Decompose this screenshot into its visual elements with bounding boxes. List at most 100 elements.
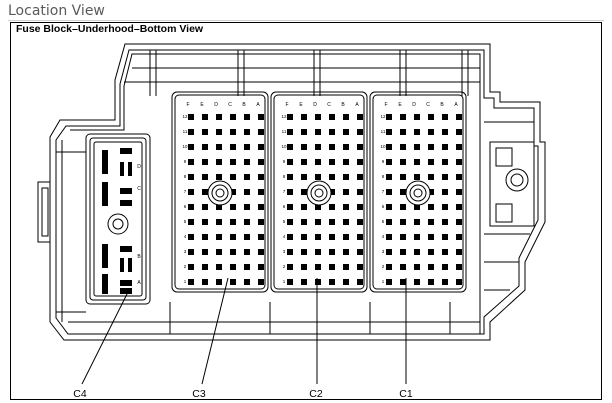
pin-cavity bbox=[386, 159, 392, 165]
pin-cavity bbox=[386, 114, 392, 120]
row-number: 5 bbox=[283, 219, 286, 224]
pin-cavity bbox=[244, 114, 250, 120]
figure-caption: Fuse Block–Underhood–Bottom View bbox=[16, 23, 204, 35]
pin-cavity bbox=[230, 234, 236, 240]
column-letter: D bbox=[412, 102, 416, 108]
c2-row-numbers: 12 11 10 9 8 7 6 5 4 3 2 1 bbox=[281, 114, 287, 284]
pin-cavity bbox=[315, 129, 321, 135]
pin-cavity bbox=[386, 204, 392, 210]
pin-cavity bbox=[456, 219, 462, 225]
pin-cavity bbox=[216, 279, 222, 285]
pin-cavity bbox=[244, 264, 250, 270]
title-divider bbox=[8, 20, 604, 21]
page-title: Location View bbox=[8, 3, 105, 19]
pin-cavity bbox=[357, 219, 363, 225]
pin-cavity bbox=[357, 129, 363, 135]
pin-cavity bbox=[329, 264, 335, 270]
pin-cavity bbox=[287, 129, 293, 135]
pin-cavity bbox=[216, 234, 222, 240]
pin-cavity bbox=[301, 264, 307, 270]
pin-cavity bbox=[386, 219, 392, 225]
pin-cavity bbox=[230, 159, 236, 165]
pin-cavity bbox=[386, 129, 392, 135]
pin-cavity bbox=[202, 189, 208, 195]
pin-cavity bbox=[400, 129, 406, 135]
pin-cavity bbox=[329, 159, 335, 165]
pin-cavity bbox=[357, 144, 363, 150]
pin-cavity bbox=[258, 219, 264, 225]
row-number: 7 bbox=[382, 189, 385, 194]
pin-cavity bbox=[188, 159, 194, 165]
pin-cavity bbox=[216, 264, 222, 270]
pin-cavity bbox=[315, 114, 321, 120]
c4-side-letter: C bbox=[137, 186, 141, 192]
row-number: 6 bbox=[283, 204, 286, 209]
c4-terminal bbox=[102, 244, 108, 268]
connector-label-c2: C2 bbox=[309, 388, 323, 400]
pin-cavity bbox=[442, 249, 448, 255]
column-letter: C bbox=[426, 102, 430, 108]
pin-cavity bbox=[287, 159, 293, 165]
pin-cavity bbox=[400, 189, 406, 195]
pin-cavity bbox=[343, 174, 349, 180]
pin-cavity bbox=[230, 129, 236, 135]
column-letter: A bbox=[256, 102, 260, 108]
row-number: 3 bbox=[184, 249, 187, 254]
pin-cavity bbox=[329, 249, 335, 255]
pin-cavity bbox=[188, 174, 194, 180]
pin-cavity bbox=[343, 234, 349, 240]
pin-cavity bbox=[258, 249, 264, 255]
pin-cavity bbox=[442, 234, 448, 240]
pin-cavity bbox=[400, 204, 406, 210]
pin-cavity bbox=[301, 159, 307, 165]
pin-cavity bbox=[456, 174, 462, 180]
pin-cavity bbox=[456, 159, 462, 165]
row-number: 12 bbox=[380, 114, 386, 119]
c4-side-letter: A bbox=[137, 280, 141, 286]
pin-cavity bbox=[357, 234, 363, 240]
pin-cavity bbox=[244, 159, 250, 165]
pin-cavity bbox=[216, 204, 222, 210]
pin-cavity bbox=[216, 129, 222, 135]
c4-center-boss bbox=[107, 213, 129, 235]
pin-cavity bbox=[244, 234, 250, 240]
pin-cavity bbox=[428, 204, 434, 210]
pin-cavity bbox=[202, 249, 208, 255]
pin-cavity bbox=[301, 279, 307, 285]
pin-cavity bbox=[202, 159, 208, 165]
pin-cavity bbox=[287, 174, 293, 180]
c4-terminal bbox=[120, 288, 132, 294]
c3-connector-body bbox=[171, 91, 269, 293]
pin-cavity bbox=[244, 144, 250, 150]
pin-cavity bbox=[301, 249, 307, 255]
pin-cavity bbox=[329, 279, 335, 285]
pin-cavity bbox=[329, 234, 335, 240]
pin-cavity bbox=[442, 174, 448, 180]
pin-cavity bbox=[456, 279, 462, 285]
c1-row-numbers: 12 11 10 9 8 7 6 5 4 3 2 1 bbox=[380, 114, 386, 284]
left-clip-tab bbox=[37, 181, 51, 243]
column-letter: B bbox=[440, 102, 444, 108]
pin-cavity bbox=[357, 279, 363, 285]
right-mounting-hole bbox=[505, 168, 529, 192]
pin-cavity bbox=[287, 144, 293, 150]
pin-cavity bbox=[456, 204, 462, 210]
pin-cavity bbox=[301, 219, 307, 225]
pin-cavity bbox=[442, 279, 448, 285]
pin-cavity bbox=[315, 204, 321, 210]
pin-cavity bbox=[343, 264, 349, 270]
pin-cavity bbox=[329, 129, 335, 135]
row-number: 6 bbox=[382, 204, 385, 209]
pin-cavity bbox=[188, 114, 194, 120]
c4-side-letter: D bbox=[137, 164, 141, 170]
row-number: 4 bbox=[382, 234, 385, 239]
c4-side-letter: B bbox=[137, 254, 141, 260]
connector-label-c3: C3 bbox=[192, 388, 206, 400]
pin-cavity bbox=[400, 279, 406, 285]
pin-cavity bbox=[202, 114, 208, 120]
pin-cavity bbox=[414, 174, 420, 180]
pin-cavity bbox=[329, 114, 335, 120]
pin-cavity bbox=[456, 114, 462, 120]
pin-cavity bbox=[414, 114, 420, 120]
row-number: 9 bbox=[382, 159, 385, 164]
